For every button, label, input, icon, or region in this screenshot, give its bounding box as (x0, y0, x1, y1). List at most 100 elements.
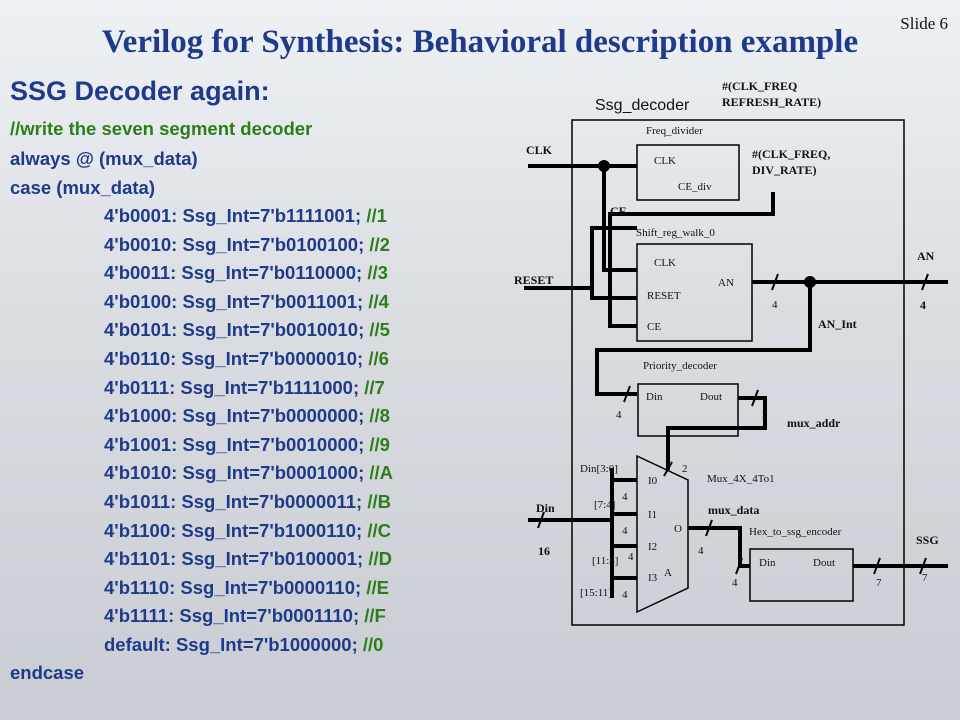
an-internal-slash (771, 273, 779, 291)
case-comment: //8 (369, 405, 390, 427)
code-endcase: endcase (10, 662, 85, 683)
shift-reg-reset-port: RESET (647, 290, 681, 302)
slide-subtitle: SSG Decoder again: (10, 76, 270, 106)
pd-in-slash (623, 385, 631, 403)
mux-data-label: mux_data (708, 503, 759, 517)
an-junction (804, 276, 816, 288)
shift-reg-block (636, 243, 753, 342)
mux-i3-port: I3 (648, 572, 658, 584)
reset-label: RESET (514, 273, 553, 287)
encoder-block (749, 548, 854, 602)
case-comment: //6 (368, 348, 389, 369)
encoder-name: Hex_to_ssg_encoder (749, 526, 842, 538)
case-statement: 4'b1100: Ssg_Int=7'b1000110; (104, 519, 368, 541)
din-74-label: [7:4] (594, 499, 615, 511)
module-param-1: #(CLK_FREQ (722, 79, 797, 93)
case-comment: //E (366, 576, 389, 598)
case-line: 4'b1100: Ssg_Int=7'b1000110; //C (104, 520, 391, 542)
case-statement: 4'b0111: Ssg_Int=7'b1111000; (104, 376, 365, 398)
priority-decoder-dout-port: Dout (700, 391, 722, 403)
code-default-line: default: Ssg_Int=7'b1000000; //0 (104, 634, 383, 656)
an-int-wire (595, 282, 812, 396)
din-label: Din (536, 501, 555, 515)
enc-out-slash (873, 557, 881, 575)
case-statement: 4'b0110: Ssg_Int=7'b0000010; (104, 348, 369, 369)
module-name: Ssg_decoder (595, 97, 690, 114)
case-statement: 4'b1001: Ssg_Int=7'b0010000; (104, 433, 370, 455)
freq-divider-clk-port: CLK (654, 155, 676, 167)
case-comment: //1 (366, 205, 387, 226)
ce-label: CE (610, 204, 627, 218)
module-boundary (571, 119, 905, 626)
case-comment: //A (369, 462, 394, 484)
case-line: 4'b1001: Ssg_Int=7'b0010000; //9 (104, 434, 390, 456)
mux-sel-slash (663, 461, 673, 477)
case-line: 4'b0011: Ssg_Int=7'b0110000; //3 (104, 262, 388, 284)
case-line: 4'b0111: Ssg_Int=7'b1111000; //7 (104, 377, 385, 399)
code-always: always @ (mux_data) (10, 148, 198, 169)
case-comment: //3 (367, 262, 388, 284)
case-line: 4'b1000: Ssg_Int=7'b0000000; //8 (104, 405, 390, 427)
slide-number: Slide 6 (900, 14, 948, 33)
din-1511-label: [15:11] (580, 587, 612, 599)
case-comment: //C (367, 519, 391, 541)
case-comment: //D (368, 548, 392, 570)
enc-in-width: 4 (732, 577, 738, 589)
mux-in0-width: 4 (622, 491, 628, 503)
code-default-stmt: default: Ssg_Int=7'b1000000; (104, 634, 363, 655)
case-comment: //F (364, 605, 386, 627)
shift-reg-name: Shift_reg_walk_0 (636, 227, 715, 239)
priority-decoder-din-port: Din (646, 391, 663, 403)
mux-in2-width: 4 (628, 551, 634, 563)
encoder-din-port: Din (759, 557, 776, 569)
mux-in3-width: 4 (622, 589, 628, 601)
module-param-2: REFRESH_RATE) (722, 95, 821, 109)
an-output-slash (921, 273, 929, 291)
case-statement: 4'b0101: Ssg_Int=7'b0010010; (104, 319, 370, 341)
case-comment: //B (367, 491, 391, 512)
case-statement: 4'b0011: Ssg_Int=7'b0110000; (104, 262, 368, 284)
case-line: 4'b1111: Ssg_Int=7'b0001110; //F (104, 605, 386, 627)
mux-output-port: O (674, 523, 682, 535)
clk-wire (528, 164, 637, 272)
pd-out-slash (751, 389, 759, 407)
freq-divider-param-1: #(CLK_FREQ, (752, 147, 830, 161)
mux-name: Mux_4X_4To1 (707, 473, 775, 485)
case-line: 4'b0101: Ssg_Int=7'b0010010; //5 (104, 319, 390, 341)
case-comment: //2 (369, 233, 390, 255)
freq-divider-block (636, 144, 740, 201)
case-statement: 4'b0100: Ssg_Int=7'b0011001; (104, 290, 369, 312)
case-statement: 4'b1011: Ssg_Int=7'b0000011; (104, 491, 368, 512)
case-statement: 4'b0001: Ssg_Int=7'b1111001; (104, 205, 367, 226)
reset-wire (590, 228, 637, 300)
enc-out-width: 7 (876, 577, 882, 589)
case-line: 4'b0001: Ssg_Int=7'b1111001; //1 (104, 205, 387, 227)
din-width: 16 (538, 544, 550, 558)
case-line: 4'b1010: Ssg_Int=7'b0001000; //A (104, 462, 393, 484)
mux-data-wire (688, 526, 750, 568)
case-statement: 4'b1000: Ssg_Int=7'b0000000; (104, 405, 370, 427)
clk-label: CLK (526, 143, 553, 157)
freq-divider-name: Freq_divider (646, 125, 703, 137)
pd-in-width: 4 (616, 409, 622, 421)
clk-junction (598, 160, 610, 172)
ssg-slash (919, 557, 927, 575)
slide-title: Verilog for Synthesis: Behavioral descri… (101, 24, 859, 60)
case-line: 4'b0010: Ssg_Int=7'b0100100; //2 (104, 234, 390, 256)
din-118-label: [11:8] (592, 555, 618, 567)
ce-wire (608, 192, 775, 328)
case-line: 4'b1110: Ssg_Int=7'b0000110; //E (104, 577, 389, 599)
din-slash (537, 511, 545, 529)
case-statement: 4'b1110: Ssg_Int=7'b0000110; (104, 576, 367, 598)
mux-block (636, 454, 689, 614)
ssg-width: 7 (922, 572, 928, 584)
mux-i2-port: I2 (648, 541, 657, 553)
ssg-decoder-diagram: Ssg_decoder #(CLK_FREQ REFRESH_RATE) Fre… (514, 79, 948, 626)
case-statement: 4'b1010: Ssg_Int=7'b0001000; (104, 462, 370, 484)
code-default-comment: //0 (362, 634, 384, 655)
mux-addr-wire (666, 396, 767, 470)
case-line: 4'b0110: Ssg_Int=7'b0000010; //6 (104, 348, 389, 370)
an-label: AN (917, 249, 935, 263)
an-output-width: 4 (920, 298, 926, 312)
mux-sel-width: 2 (682, 463, 688, 475)
